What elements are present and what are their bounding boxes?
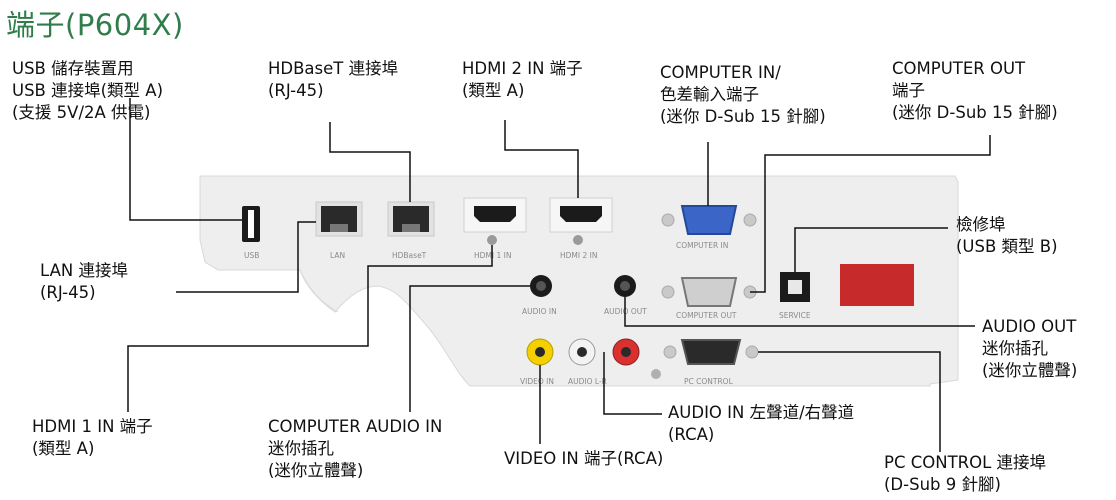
computer-in-port: COMPUTER IN (661, 205, 757, 250)
label-audio-in-lr: AUDIO IN 左聲道/右聲道(RCA) (668, 403, 855, 444)
panel-label-audio-in: AUDIO IN (522, 307, 557, 316)
leader-hdbaset (329, 122, 411, 202)
panel-label-computer-in: COMPUTER IN (676, 241, 728, 250)
panel-label-computer-out: COMPUTER OUT (676, 311, 737, 320)
usb-a-port: USB (242, 206, 260, 260)
label-hdmi-2-in: HDMI 2 IN 端子(類型 A) (462, 59, 583, 100)
page-title: 端子(P604X) (6, 8, 184, 42)
leader-hdmi1 (127, 245, 493, 412)
leader-usb (129, 98, 242, 221)
ir-receiver-window (840, 264, 914, 306)
leader-audio-lr (603, 352, 662, 415)
leader-computer-out (750, 135, 991, 293)
leader-lines (127, 98, 991, 452)
leader-lan (176, 221, 316, 293)
audio-r-rca (612, 338, 640, 366)
service-port: SERVICE (779, 272, 811, 320)
label-lan-port: LAN 連接埠(RJ-45) (40, 261, 128, 302)
panel-label-video-in: VIDEO IN (520, 377, 554, 386)
panel-label-pc-control: PC CONTROL (684, 377, 734, 386)
panel-label-hdmi2: HDMI 2 IN (560, 251, 597, 260)
label-hdmi-1-in: HDMI 1 IN 端子(類型 A) (32, 417, 153, 458)
label-pc-control: PC CONTROL 連接埠(D-Sub 9 針腳) (884, 453, 1047, 494)
label-computer-in: COMPUTER IN/色差輸入端子(迷你 D-Sub 15 針腳) (660, 63, 826, 126)
leader-hdmi2 (504, 120, 579, 198)
leader-pc-control (758, 351, 941, 452)
hdmi-2-port: HDMI 2 IN (549, 197, 613, 260)
leader-service (794, 227, 948, 272)
audio-in-jack: AUDIO IN (522, 275, 557, 316)
panel-label-audio-lr: AUDIO L-R (568, 377, 607, 386)
label-service-port: 檢修埠(USB 類型 B) (956, 215, 1058, 256)
panel-label-usb: USB (244, 251, 259, 260)
hdbaset-port: HDBaseT (387, 201, 435, 260)
audio-l-rca (568, 338, 596, 366)
panel-label-hdbaset: HDBaseT (392, 251, 427, 260)
computer-out-port: COMPUTER OUT (661, 277, 757, 320)
panel-label-service: SERVICE (779, 311, 811, 320)
leader-computer-audio-in (409, 285, 530, 412)
pc-control-port: PC CONTROL (663, 339, 759, 386)
lan-port: LAN (315, 201, 363, 260)
panel-label-lan: LAN (330, 251, 345, 260)
label-hdbaset-port: HDBaseT 連接埠(RJ-45) (268, 59, 399, 100)
leader-audio-out (624, 297, 975, 327)
label-video-in: VIDEO IN 端子(RCA) (504, 449, 664, 468)
